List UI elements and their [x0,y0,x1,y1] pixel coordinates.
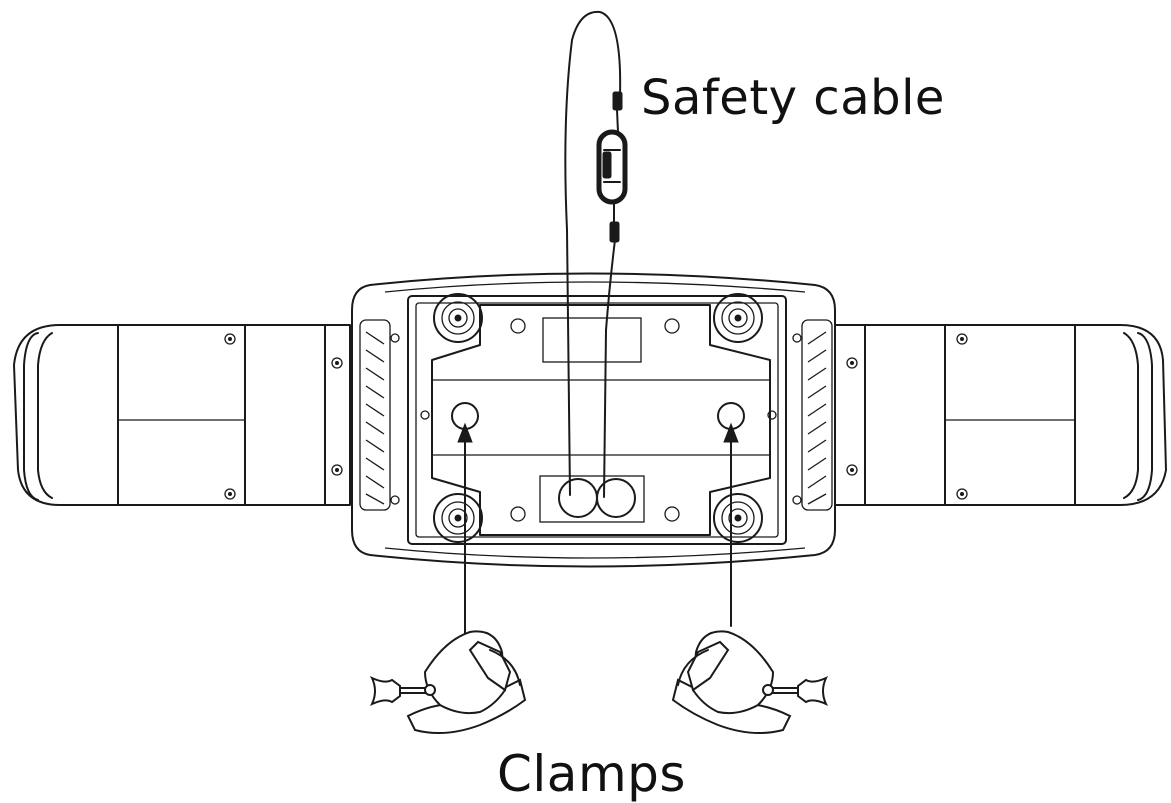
foot-top-right [713,293,763,343]
safety-cable [564,10,628,498]
foot-top-left [433,293,483,343]
right-vent [801,319,833,511]
foot-bottom-left [433,493,483,543]
arrow-left-clamp [457,422,473,641]
left-clamp-icon [369,630,527,734]
left-vent [359,319,391,511]
right-clamp-icon [671,630,829,734]
carabiner-icon [596,129,628,205]
fixture-base [351,272,836,568]
foot-bottom-right [713,493,763,543]
clamps-label: Clamps [497,745,686,803]
left-arm [13,324,351,506]
safety-cable-label: Safety cable [641,70,945,126]
arrow-right-clamp [723,422,739,627]
right-arm [834,324,1167,506]
